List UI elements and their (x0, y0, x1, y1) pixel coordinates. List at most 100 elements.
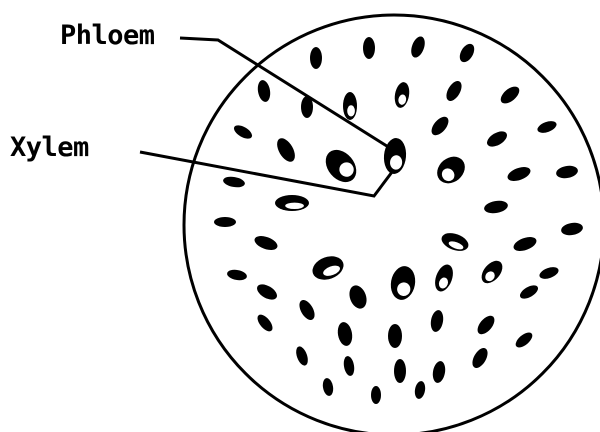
vascular-bundle (443, 78, 464, 103)
phloem-tissue (443, 78, 464, 103)
vascular-bundle (296, 297, 317, 322)
vascular-bundle (275, 195, 309, 211)
phloem-tissue (346, 283, 369, 311)
vascular-bundle (342, 355, 355, 376)
vascular-bundle (478, 257, 507, 287)
vascular-bundle (538, 265, 560, 281)
phloem-tissue (253, 233, 280, 252)
phloem-tissue (428, 114, 451, 139)
phloem-tissue (512, 234, 539, 253)
vascular-bundle (301, 96, 313, 118)
vascular-bundle (346, 283, 369, 311)
vascular-bundle (428, 114, 451, 139)
phloem-tissue (538, 265, 560, 281)
vascular-bundle (512, 234, 539, 253)
vascular-bundle (393, 81, 411, 109)
phloem-tissue (322, 377, 335, 396)
vascular-bundle (513, 330, 535, 351)
vascular-bundle (388, 264, 418, 302)
phloem-leader-line (180, 38, 390, 148)
vascular-bundle (388, 324, 402, 348)
vascular-bundle (518, 283, 540, 302)
phloem-tissue (431, 360, 447, 384)
vascular-bundle (363, 37, 375, 59)
phloem-tissue (336, 321, 354, 347)
vascular-bundle (432, 151, 470, 189)
vascular-bundle (255, 312, 276, 334)
vascular-bundle (536, 119, 558, 135)
xylem-tissue (285, 203, 304, 209)
phloem-tissue (457, 41, 477, 64)
phloem-tissue (394, 359, 406, 383)
vascular-bundle (484, 128, 509, 149)
phloem-tissue (301, 96, 313, 118)
vascular-bundle (560, 221, 584, 237)
vascular-bundle (474, 313, 497, 338)
phloem-tissue (226, 268, 247, 281)
phloem-tissue (294, 345, 310, 367)
vascular-bundle (457, 41, 477, 64)
vascular-bundle (254, 281, 279, 302)
vascular-bundle (226, 268, 247, 281)
xylem-tissue (347, 105, 355, 116)
phloem-tissue (498, 83, 523, 106)
phloem-tissue (483, 199, 509, 215)
vascular-bundle (309, 252, 347, 284)
vascular-bundle (439, 230, 471, 255)
vascular-bundle (414, 380, 427, 399)
phloem-tissue (414, 380, 427, 399)
vascular-bundle (294, 345, 310, 367)
vascular-bundle (555, 164, 579, 180)
vascular-bundle (336, 321, 354, 347)
phloem-tissue (388, 324, 402, 348)
phloem-tissue (536, 119, 558, 135)
phloem-tissue (474, 313, 497, 338)
vascular-bundle (214, 217, 236, 227)
vascular-bundle (232, 123, 254, 142)
vascular-bundle (483, 199, 509, 215)
phloem-tissue (484, 128, 509, 149)
phloem-tissue (513, 330, 535, 351)
phloem-tissue (429, 309, 445, 333)
phloem-tissue (555, 164, 579, 180)
phloem-tissue (214, 217, 236, 227)
vascular-bundle (431, 360, 447, 384)
phloem-tissue (273, 135, 298, 165)
phloem-tissue (506, 164, 533, 183)
vascular-bundle (253, 233, 280, 252)
vascular-bundle (382, 137, 407, 175)
vascular-bundle (409, 35, 428, 60)
phloem-tissue (409, 35, 428, 60)
vascular-bundle (319, 144, 362, 188)
xylem-label: Xylem (10, 134, 89, 161)
vascular-bundle (322, 377, 335, 396)
vascular-bundle (498, 83, 523, 106)
phloem-tissue (222, 175, 245, 189)
vascular-bundle (432, 262, 457, 294)
vascular-bundle (256, 79, 272, 103)
phloem-tissue (254, 281, 279, 302)
phloem-tissue (363, 37, 375, 59)
phloem-tissue (310, 47, 322, 69)
phloem-tissue (256, 79, 272, 103)
vascular-bundle (429, 309, 445, 333)
vascular-bundle (469, 345, 490, 370)
vascular-bundle (343, 92, 357, 120)
phloem-tissue (560, 221, 584, 237)
stem-outline (184, 15, 600, 432)
vascular-bundle (222, 175, 245, 189)
phloem-tissue (518, 283, 540, 302)
vascular-bundle (273, 135, 298, 165)
phloem-label: Phloem (60, 22, 155, 49)
vascular-bundle (371, 386, 381, 404)
phloem-tissue (342, 355, 355, 376)
vascular-bundles (214, 35, 584, 404)
vascular-bundle (506, 164, 533, 183)
phloem-tissue (255, 312, 276, 334)
phloem-tissue (296, 297, 317, 322)
phloem-tissue (371, 386, 381, 404)
phloem-tissue (469, 345, 490, 370)
phloem-tissue (232, 123, 254, 142)
